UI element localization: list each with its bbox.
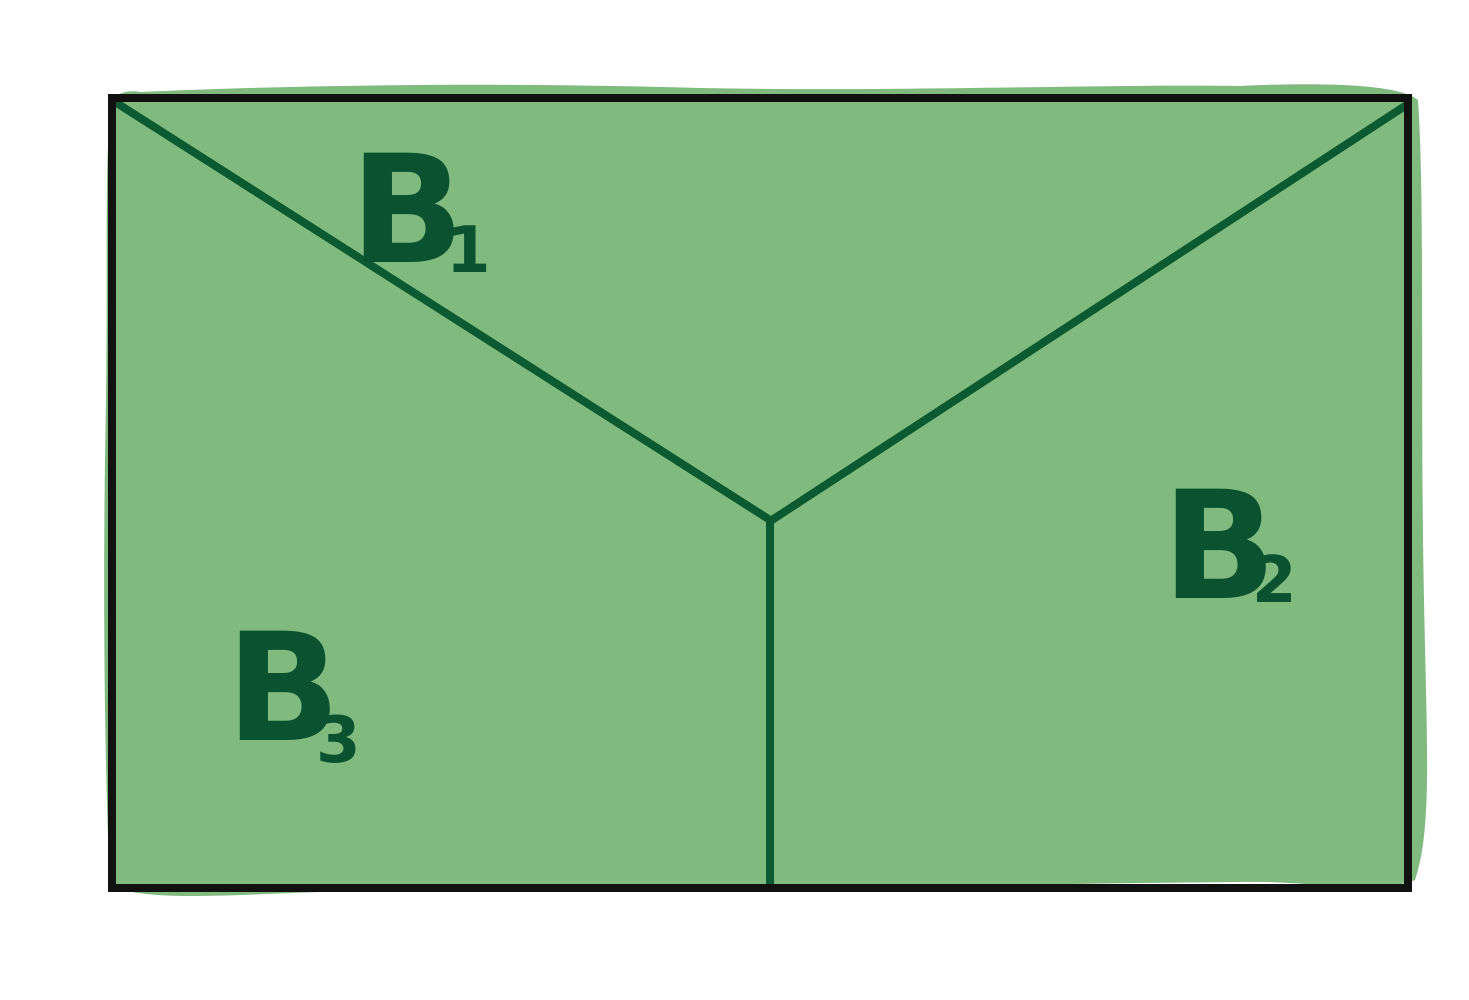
- label-b3-letter: B: [226, 602, 340, 776]
- label-b2-subscript: 2: [1252, 544, 1297, 618]
- green-fill: [104, 84, 1428, 896]
- label-b1-subscript: 1: [446, 214, 491, 288]
- region-label-b2: B 2: [1162, 460, 1297, 634]
- label-b1-letter: B: [350, 124, 464, 298]
- rectangle-frame: [108, 94, 1412, 892]
- label-b3-subscript: 3: [316, 704, 361, 778]
- divider-left-diagonal: [108, 96, 774, 524]
- region-label-b3: B 3: [226, 602, 361, 778]
- divider-right-diagonal: [768, 100, 1412, 524]
- label-b2-letter: B: [1162, 460, 1276, 634]
- region-label-b1: B 1: [350, 124, 491, 298]
